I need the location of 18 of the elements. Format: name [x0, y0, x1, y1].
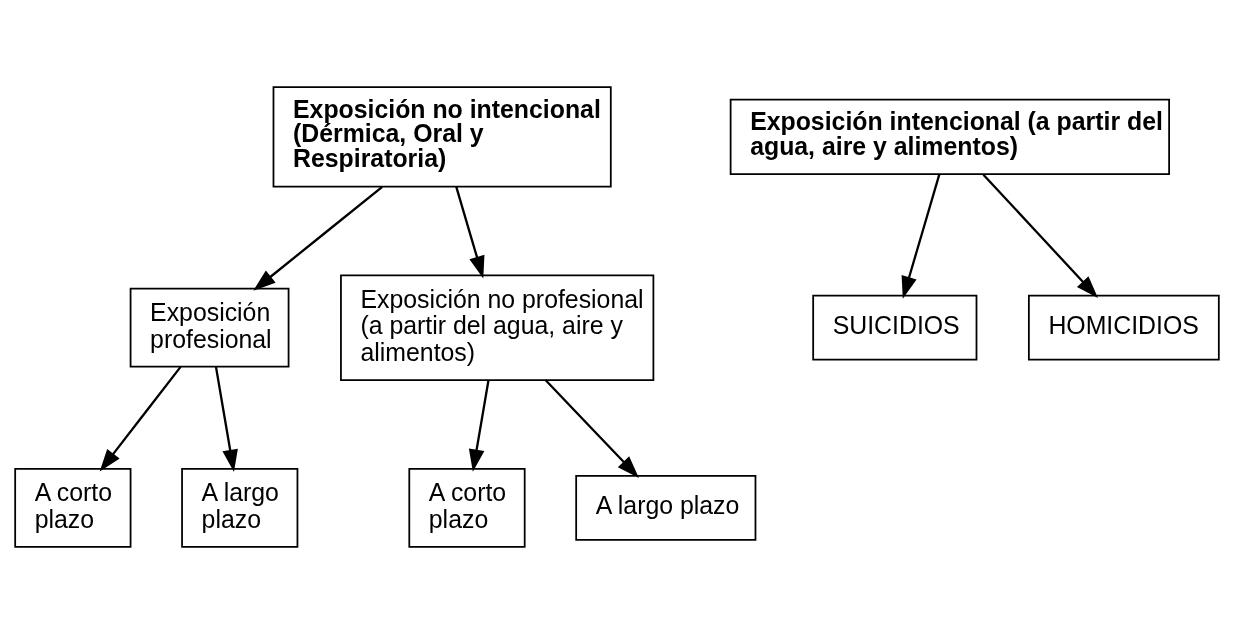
- arrow: [253, 185, 383, 291]
- node-box: Exposición no intencional (Dérmica, Oral y Respiratoria): [272, 85, 612, 187]
- arrow: [455, 186, 485, 279]
- node-box: A largo plazo: [181, 467, 299, 548]
- arrow: [982, 173, 1098, 298]
- arrow: [468, 379, 490, 472]
- node-box: Exposición profesional: [129, 287, 290, 368]
- arrow: [214, 366, 238, 472]
- node-box: A corto plazo: [14, 467, 132, 548]
- node-box: A largo plazo: [575, 474, 757, 541]
- node-box: HOMICIDIOS: [1027, 294, 1220, 360]
- arrow: [544, 378, 639, 478]
- node-box: Exposición intencional (a partir del agua, aire y alimentos): [729, 98, 1170, 175]
- node-box: Exposición no profesional (a partir del agua, aire y alimentos): [340, 273, 655, 381]
- arrow: [901, 173, 941, 299]
- node-box: SUICIDIOS: [812, 294, 978, 360]
- arrow: [99, 365, 182, 471]
- node-box: A corto plazo: [408, 467, 526, 548]
